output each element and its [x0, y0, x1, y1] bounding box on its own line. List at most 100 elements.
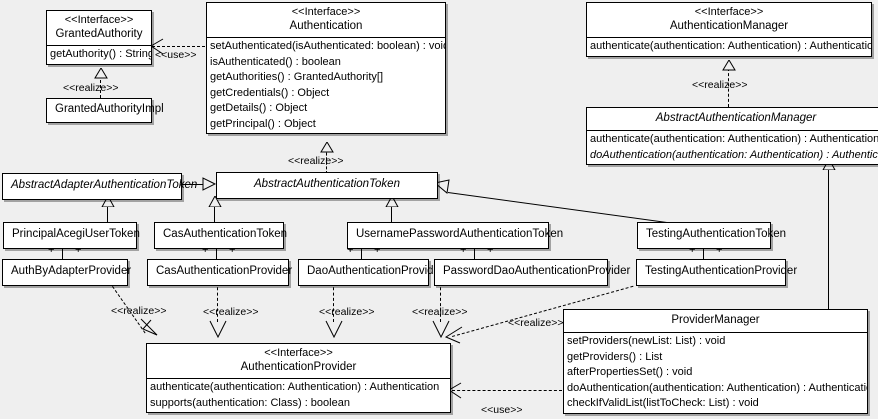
class-name-label: AbstractAdapterAuthenticationToken [11, 179, 198, 191]
class-auth-by-adapter-provider[interactable]: AuthByAdapterProvider [2, 259, 132, 286]
realize-connector-dao [333, 282, 334, 322]
operation-getprincipal: getPrincipal() : Object [210, 117, 316, 130]
class-header-password-dao-authentication-provider: PasswordDaoAuthenticationProvider [435, 260, 630, 285]
label-realize-abstract-authentication-manager: <<realize>> [692, 79, 748, 91]
label-use-providermanager-authenticationprovider: <<use>> [481, 404, 523, 416]
class-provider-manager[interactable]: ProviderManager setProviders(newList: Li… [563, 309, 868, 414]
generalization-triangle-username-token [385, 196, 399, 207]
association-line-principal-authbyadapter [62, 243, 63, 259]
label-realize-testing: <<realize>> [508, 317, 564, 329]
operation-doauthentication: doAuthentication(authentication: Authent… [567, 381, 867, 394]
class-name-label: CasAuthenticationToken [163, 228, 288, 240]
operation-getauthorities: getAuthorities() : GrantedAuthority[] [210, 71, 384, 83]
class-username-password-authentication-token[interactable]: UsernamePasswordAuthenticationToken [347, 222, 564, 249]
generalization-connector-testing-token [447, 192, 688, 226]
operation-getcredentials: getCredentials() : Object [210, 86, 330, 99]
operation-doauthentication: doAuthentication(authentication: Authent… [590, 148, 878, 161]
operation-setauthenticated: setAuthenticated(isAuthenticated: boolea… [210, 40, 445, 52]
class-granted-authority[interactable]: <<Interface>> GrantedAuthority getAuthor… [46, 10, 152, 65]
operation-isauthenticated: isAuthenticated() : boolean [210, 55, 341, 68]
class-password-dao-authentication-provider[interactable]: PasswordDaoAuthenticationProvider [434, 259, 630, 286]
class-authentication[interactable]: <<Interface>> Authentication setAuthenti… [206, 2, 446, 134]
class-abstract-authentication-token[interactable]: AbstractAuthenticationToken [216, 172, 438, 199]
class-name-label: GrantedAuthorityImpl [55, 103, 164, 115]
class-header-principal-acegi-user-token: PrincipalAcegiUserToken [4, 223, 140, 248]
generalization-triangle-adapter-token [101, 196, 115, 207]
class-header-abstract-authentication-manager: AbstractAuthenticationManager [587, 108, 878, 130]
class-header-authentication-manager: <<Interface>> AuthenticationManager [587, 3, 871, 37]
realize-connector-passworddao [440, 282, 441, 322]
label-realize-dao: <<realize>> [319, 306, 375, 318]
label-realize-grantedauthorityimpl: <<realize>> [63, 82, 119, 94]
class-cas-authentication-token[interactable]: CasAuthenticationToken [154, 222, 288, 249]
generalization-triangle-testing-token [434, 179, 450, 194]
operation-getdetails: getDetails() : Object [210, 102, 308, 114]
operations-compartment-provider-manager: setProviders(newList: List) : void getPr… [564, 332, 867, 413]
class-testing-authentication-token[interactable]: TestingAuthenticationToken [637, 222, 787, 249]
stereotype-label: <<Interface>> [291, 6, 361, 18]
generalization-connector-cas-token [214, 207, 215, 223]
class-granted-authority-impl[interactable]: GrantedAuthorityImpl [46, 98, 164, 123]
stereotype-label: <<Interface>> [264, 347, 333, 359]
class-cas-authentication-provider[interactable]: CasAuthenticationProvider [147, 259, 292, 286]
class-name-label: AuthenticationProvider [240, 361, 357, 373]
class-name-label: TestingAuthenticationToken [646, 228, 787, 240]
operations-compartment-authentication-provider: authenticate(authentication: Authenticat… [147, 378, 450, 412]
realize-connector-cas [217, 282, 218, 322]
operations-compartment-authentication: setAuthenticated(isAuthenticated: boolea… [207, 37, 445, 133]
association-marker-testing-right: + [716, 244, 723, 256]
class-name-label: TestingAuthenticationProvider [645, 265, 798, 277]
class-header-authentication: <<Interface>> Authentication [207, 3, 445, 37]
class-testing-authentication-provider[interactable]: TestingAuthenticationProvider [636, 259, 798, 286]
class-header-dao-authentication-provider: DaoAuthenticationProvider [299, 260, 444, 285]
operation-afterpropertiesset: afterPropertiesSet() : void [567, 366, 693, 378]
association-marker-principal-left: + [48, 244, 55, 256]
realize-triangle-authentication [320, 142, 334, 153]
generalization-connector-principal-token [107, 207, 108, 223]
association-marker-username-left: + [347, 244, 354, 256]
association-marker-username-right: + [487, 244, 494, 256]
class-name-label: UsernamePasswordAuthenticationToken [356, 228, 564, 240]
label-realize-authbyadapter: <<realize>> [111, 305, 167, 317]
association-marker-testing-left: + [689, 244, 696, 256]
realize-connector-abstract-authentication-token [326, 148, 327, 174]
generalization-triangle-cas-token [208, 196, 222, 207]
realize-arrow-authbyadapter [140, 318, 158, 336]
association-line-testing-testingprovider [703, 243, 704, 259]
operation-authenticate: authenticate(authentication: Authenticat… [590, 133, 878, 145]
realize-connector-grantedauthorityimpl [100, 70, 101, 98]
generalization-connector-providermanager [828, 170, 829, 309]
association-line-username-daoprovider [361, 243, 362, 259]
realize-arrow-cas [209, 320, 227, 339]
operations-compartment-authentication-manager: authenticate(authentication: Authenticat… [587, 37, 871, 56]
class-name-label: AuthByAdapterProvider [11, 265, 132, 277]
operations-compartment-granted-authority: getAuthority() : String [47, 45, 151, 64]
class-name-label: AbstractAuthenticationManager [655, 112, 817, 124]
generalization-triangle-abstract-authentication-token-left [202, 177, 216, 191]
class-name-label: ProviderManager [671, 314, 760, 326]
label-realize-cas: <<realize>> [203, 306, 259, 318]
class-name-label: GrantedAuthority [55, 28, 143, 40]
open-arrow-left-grantedauthority [150, 38, 164, 55]
label-use-authentication-grantedauthority: <<use>> [155, 49, 197, 61]
class-abstract-adapter-authentication-token[interactable]: AbstractAdapterAuthenticationToken [2, 173, 198, 200]
class-principal-acegi-user-token[interactable]: PrincipalAcegiUserToken [3, 222, 140, 249]
class-header-granted-authority-impl: GrantedAuthorityImpl [47, 99, 164, 122]
label-realize-passworddao: <<realize>> [412, 306, 468, 318]
class-header-abstract-adapter-authentication-token: AbstractAdapterAuthenticationToken [3, 174, 198, 199]
class-header-cas-authentication-provider: CasAuthenticationProvider [148, 260, 292, 285]
class-authentication-manager[interactable]: <<Interface>> AuthenticationManager auth… [586, 2, 872, 57]
class-header-abstract-authentication-token: AbstractAuthenticationToken [217, 173, 437, 198]
class-authentication-provider[interactable]: <<Interface>> AuthenticationProvider aut… [146, 343, 451, 413]
class-header-auth-by-adapter-provider: AuthByAdapterProvider [3, 260, 132, 285]
class-header-username-password-authentication-token: UsernamePasswordAuthenticationToken [348, 223, 564, 248]
class-dao-authentication-provider[interactable]: DaoAuthenticationProvider [298, 259, 444, 286]
class-abstract-authentication-manager[interactable]: AbstractAuthenticationManager authentica… [586, 107, 878, 165]
realize-arrow-testing [444, 326, 463, 344]
use-connector-providermanager-authenticationprovider [452, 390, 562, 391]
association-marker-cas-left: + [202, 244, 209, 256]
realize-connector-abstract-authentication-manager [728, 68, 729, 107]
operation-authenticate: authenticate(authentication: Authenticat… [590, 40, 871, 52]
operation-supports: supports(authentication: Class) : boolea… [150, 396, 350, 409]
